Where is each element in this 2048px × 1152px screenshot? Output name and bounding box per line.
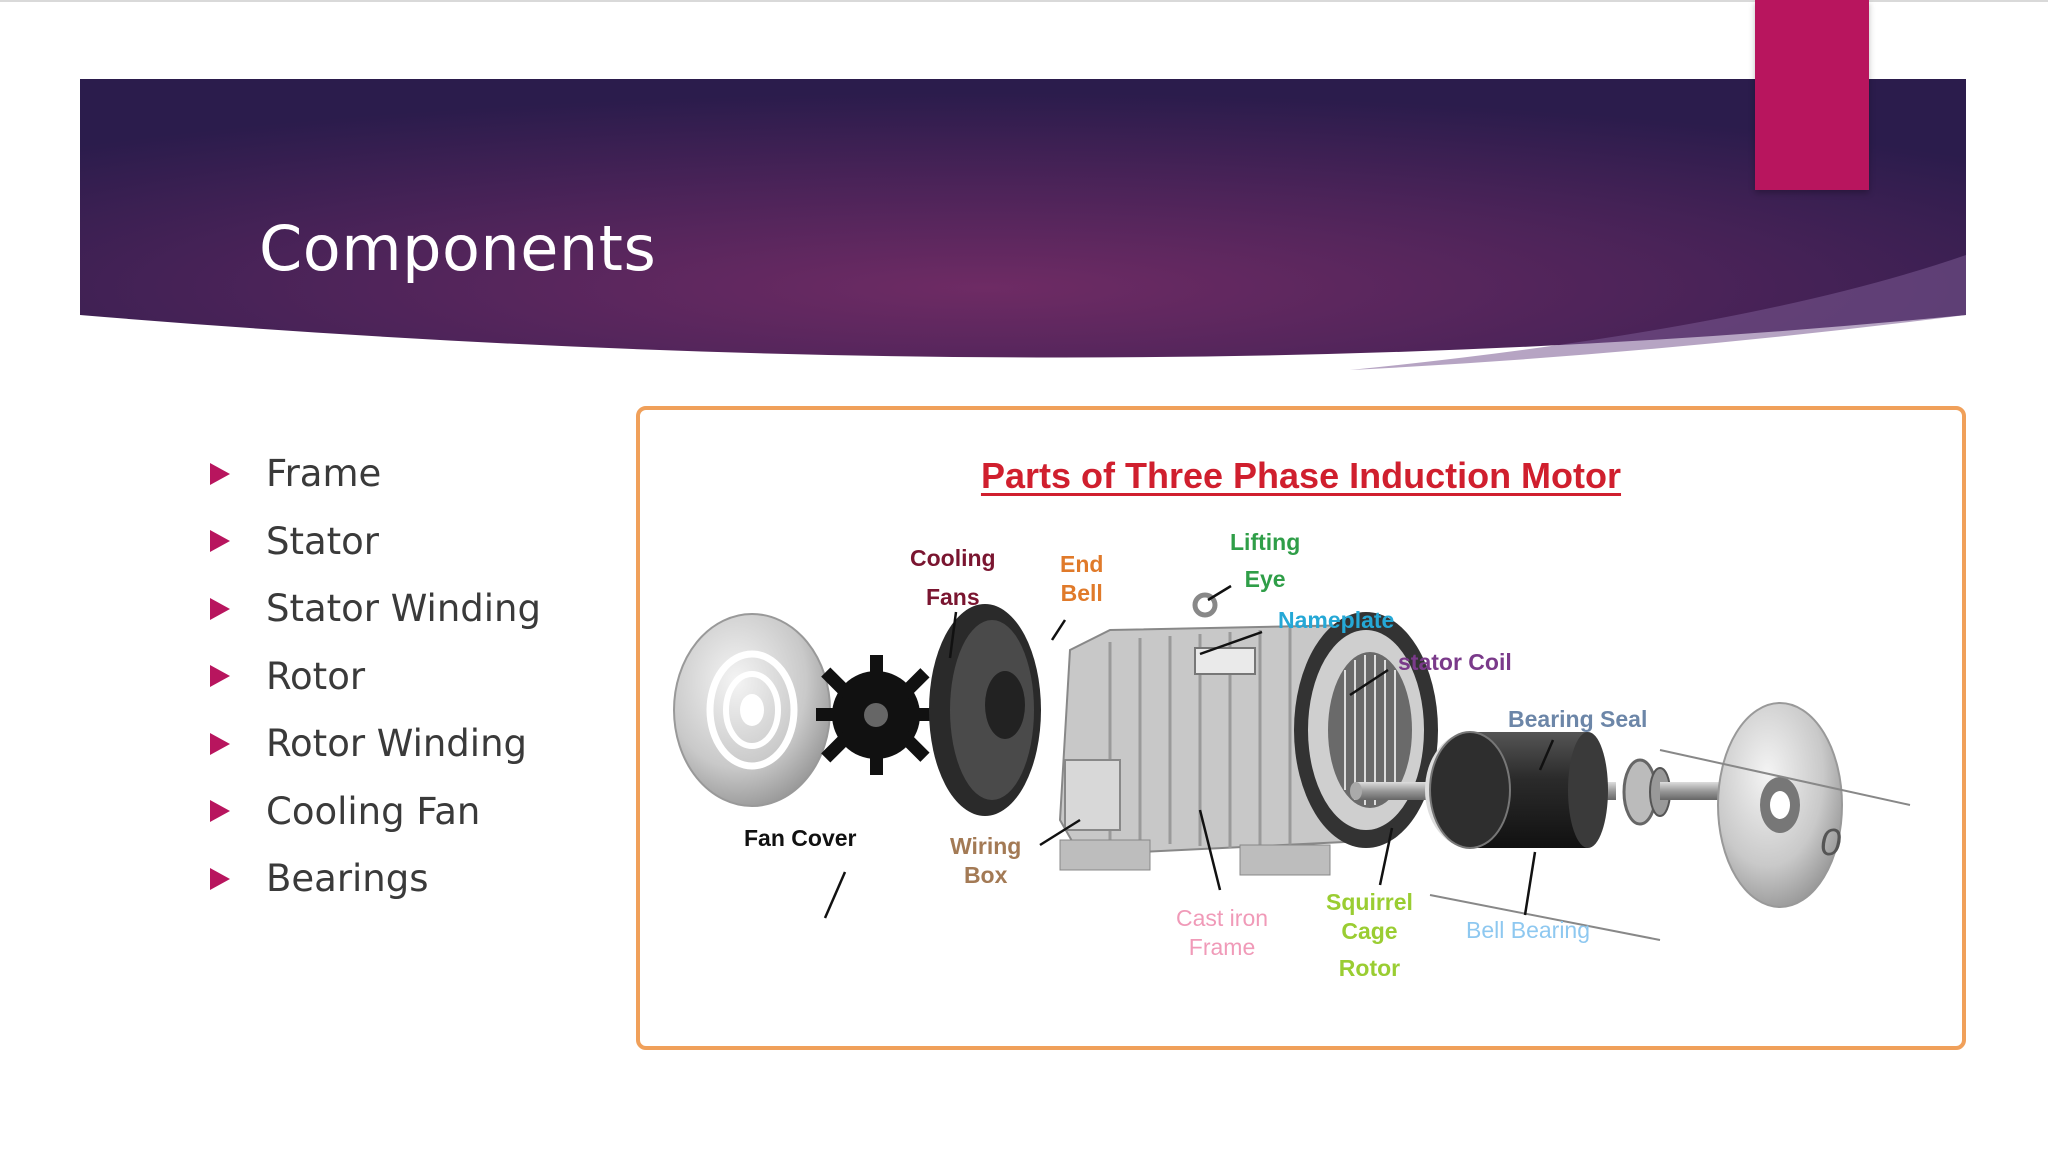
label-line: Box — [963, 861, 1008, 888]
label-line: stator Coil — [1398, 649, 1512, 675]
title-banner — [80, 79, 1966, 370]
label-line: 0 — [1820, 822, 1842, 864]
bullet-list: Frame Stator Stator Winding Rotor Rotor … — [210, 440, 541, 913]
bullet-label: Rotor — [266, 654, 366, 698]
figure-title: Parts of Three Phase Induction Motor — [980, 455, 1622, 496]
bullet-item: Rotor — [210, 643, 541, 711]
top-rule — [0, 0, 2048, 2]
end-bell-part — [929, 604, 1041, 816]
label-line: End — [1060, 551, 1104, 577]
bullet-item: Rotor Winding — [210, 710, 541, 778]
label-line: Nameplate — [1278, 607, 1395, 633]
label-fan-cover: Fan Cover — [744, 824, 856, 853]
cooling-fan-part — [816, 655, 936, 775]
label-stator-coil: stator Coil — [1398, 648, 1512, 677]
label-line: Frame — [1188, 933, 1256, 960]
label-cooling-fans: Cooling Fans — [910, 544, 996, 612]
triangle-bullet-icon — [210, 732, 230, 755]
bullet-label: Cooling Fan — [266, 789, 481, 833]
triangle-bullet-icon — [210, 597, 230, 620]
leader-lines — [823, 584, 1555, 919]
label-lifting-eye: Lifting Eye — [1230, 528, 1300, 594]
end-shield-part — [1717, 702, 1843, 908]
label-cast-iron-frame: Cast iron Frame — [1176, 904, 1268, 962]
label-line: Fans — [925, 583, 980, 610]
triangle-bullet-icon — [210, 800, 230, 823]
rotor-part — [1350, 731, 1720, 849]
triangle-bullet-icon — [210, 665, 230, 688]
label-line: Cooling — [910, 545, 996, 571]
slide-title: Components — [259, 212, 657, 285]
label-squirrel-cage-rotor: Squirrel Cage Rotor — [1326, 888, 1413, 982]
bullet-label: Bearings — [266, 857, 429, 901]
triangle-bullet-icon — [210, 530, 230, 553]
bullet-item: Stator — [210, 508, 541, 576]
label-line: Fan Cover — [744, 825, 857, 851]
bullet-item: Frame — [210, 440, 541, 508]
bullet-item: Bearings — [210, 845, 541, 913]
tie-rods — [1429, 749, 1911, 941]
triangle-bullet-icon — [210, 462, 230, 485]
label-wiring-box: Wiring Box — [950, 832, 1021, 890]
label-line: Bearing Seal — [1508, 706, 1648, 732]
label-line: Squirrel — [1326, 889, 1413, 915]
label-line: Cast iron — [1176, 905, 1269, 931]
label-bearing-seal: Bearing Seal — [1508, 705, 1647, 734]
motor-illustration — [673, 584, 1911, 941]
bullet-label: Frame — [266, 452, 382, 496]
triangle-bullet-icon — [210, 867, 230, 890]
motor-diagram-figure: Parts of Three Phase Induction Motor Coo… — [636, 406, 1966, 1050]
bullet-item: Stator Winding — [210, 575, 541, 643]
label-end-bell: End Bell — [1060, 550, 1103, 608]
label-bell-bearing: Bell Bearing — [1466, 916, 1590, 945]
label-line: Cage — [1341, 917, 1398, 944]
label-nameplate: Nameplate — [1278, 606, 1394, 635]
bullet-label: Stator — [266, 519, 380, 563]
label-stray-mark: 0 — [1820, 820, 1841, 868]
bullet-label: Rotor Winding — [266, 722, 528, 766]
bullet-item: Cooling Fan — [210, 778, 541, 846]
label-line: Eye — [1244, 565, 1286, 592]
bullet-label: Stator Winding — [266, 587, 541, 631]
label-line: Wiring — [950, 833, 1022, 859]
fan-cover-part — [673, 613, 831, 807]
label-line: Bell Bearing — [1466, 917, 1591, 943]
label-line: Rotor — [1338, 954, 1401, 981]
accent-tab — [1755, 0, 1869, 190]
label-line: Bell — [1060, 579, 1103, 606]
label-line: Lifting — [1230, 529, 1301, 555]
